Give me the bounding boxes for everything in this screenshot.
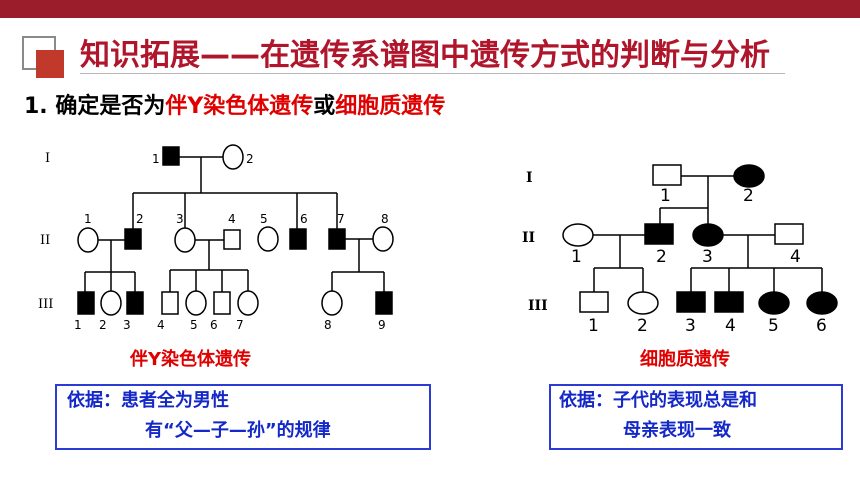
right-g2-num: 1 [571, 247, 582, 267]
left-g1-male-1 [162, 146, 180, 166]
right-pedigree [562, 164, 838, 315]
left-individual-numbers: 1 2 1 2 3 4 5 6 7 8 1 2 3 4 5 6 7 8 9 [74, 152, 389, 332]
left-g3-num: 7 [236, 318, 244, 332]
basis-box-left: 依据：患者全为男性 有“父—子—孙”的规律 [55, 384, 431, 450]
left-g2-female-3 [174, 227, 196, 253]
right-g3-male-3 [676, 291, 706, 313]
left-g3-female-2 [100, 290, 122, 316]
left-g3-male-3 [126, 291, 144, 315]
left-g3-num: 3 [123, 318, 131, 332]
left-g2-male-6 [289, 228, 307, 250]
right-gen-label: I [526, 170, 533, 186]
right-g3-male-1 [579, 291, 609, 313]
right-g3-num: 4 [725, 316, 736, 336]
right-pedigree-caption: 细胞质遗传 [640, 349, 730, 370]
basis-left-line1: 依据：患者全为男性 [67, 390, 229, 411]
right-g3-num: 6 [816, 316, 827, 336]
left-g2-male-4 [223, 229, 241, 250]
right-gen-label: II [522, 230, 535, 246]
left-pedigree [77, 144, 394, 316]
right-g3-num: 2 [637, 316, 648, 336]
right-g2-female-3 [692, 223, 724, 247]
left-g3-num: 1 [74, 318, 82, 332]
basis-right-line1: 依据：子代的表现总是和 [559, 390, 757, 411]
left-g2-num: 5 [260, 212, 268, 226]
left-g3-num: 8 [324, 318, 332, 332]
right-individual-numbers: 1 2 1 2 3 4 1 2 3 4 5 6 [571, 186, 827, 336]
left-pedigree-labels: I II III [38, 151, 53, 312]
left-gen-label: I [45, 151, 50, 166]
left-g2-num: 7 [337, 212, 345, 226]
left-g1-num: 1 [152, 152, 160, 166]
left-g3-male-9 [375, 291, 393, 315]
right-gen-label: III [528, 298, 548, 314]
heading-lead: 1. 确定是否为 [24, 94, 166, 119]
left-pedigree-caption: 伴Y染色体遗传 [130, 349, 252, 370]
title-underline [80, 73, 785, 74]
heading-term-y-linked: 伴Y染色体遗传 [165, 94, 314, 119]
basis-box-right: 依据：子代的表现总是和 母亲表现一致 [549, 384, 843, 450]
right-g3-female-5 [758, 291, 790, 315]
left-g3-num: 5 [190, 318, 198, 332]
right-g3-num: 3 [685, 316, 696, 336]
section-heading: 1. 确定是否为伴Y染色体遗传或细胞质遗传 [24, 88, 445, 120]
right-g1-num: 2 [743, 186, 754, 206]
left-g3-female-8 [321, 290, 343, 316]
left-gen-label: II [40, 233, 50, 248]
left-g3-female-7 [237, 290, 259, 316]
heading-term-cytoplasmic: 细胞质遗传 [335, 94, 446, 119]
left-g2-male-2 [124, 228, 142, 250]
left-g2-female-1 [77, 227, 99, 253]
left-g3-male-1 [77, 291, 95, 315]
left-g3-num: 4 [157, 318, 165, 332]
right-g3-female-6 [806, 291, 838, 315]
left-g2-num: 8 [381, 212, 389, 226]
left-g2-female-5 [257, 226, 279, 252]
left-g1-num: 2 [246, 152, 254, 166]
right-g1-num: 1 [660, 186, 671, 206]
left-g2-num: 6 [300, 212, 308, 226]
left-g3-num: 9 [378, 318, 386, 332]
left-g3-female-5 [185, 290, 207, 316]
left-g3-male-6 [213, 291, 231, 315]
right-g3-num: 1 [588, 316, 599, 336]
right-g3-num: 5 [768, 316, 779, 336]
left-g1-female-2 [222, 144, 244, 170]
title-decoration-icon [22, 36, 70, 78]
right-g1-female-2 [733, 164, 765, 188]
right-g3-female-2 [627, 291, 659, 315]
right-g1-male-1 [652, 164, 682, 186]
right-g2-female-1 [562, 223, 594, 247]
right-g3-male-4 [714, 291, 744, 313]
left-g3-num: 6 [210, 318, 218, 332]
right-pedigree-labels: I II III [522, 170, 548, 314]
top-banner [0, 0, 860, 18]
left-g2-male-7 [328, 228, 346, 250]
slide-title: 知识拓展——在遗传系谱图中遗传方式的判断与分析 [80, 38, 770, 73]
right-g2-num: 3 [702, 247, 713, 267]
basis-right-line2: 母亲表现一致 [623, 420, 731, 441]
basis-left-line2: 有“父—子—孙”的规律 [145, 420, 331, 441]
right-g2-num: 4 [790, 247, 801, 267]
left-g2-num: 1 [84, 212, 92, 226]
left-g2-female-8 [372, 226, 394, 252]
left-g3-male-4 [161, 291, 179, 315]
left-g3-num: 2 [99, 318, 107, 332]
left-g2-num: 3 [176, 212, 184, 226]
right-g2-male-2 [644, 223, 674, 245]
right-g2-num: 2 [656, 247, 667, 267]
right-g2-male-4 [774, 223, 804, 245]
left-gen-label: III [38, 297, 53, 312]
heading-connector: 或 [313, 94, 336, 119]
left-g2-num: 2 [136, 212, 144, 226]
left-g2-num: 4 [228, 212, 236, 226]
